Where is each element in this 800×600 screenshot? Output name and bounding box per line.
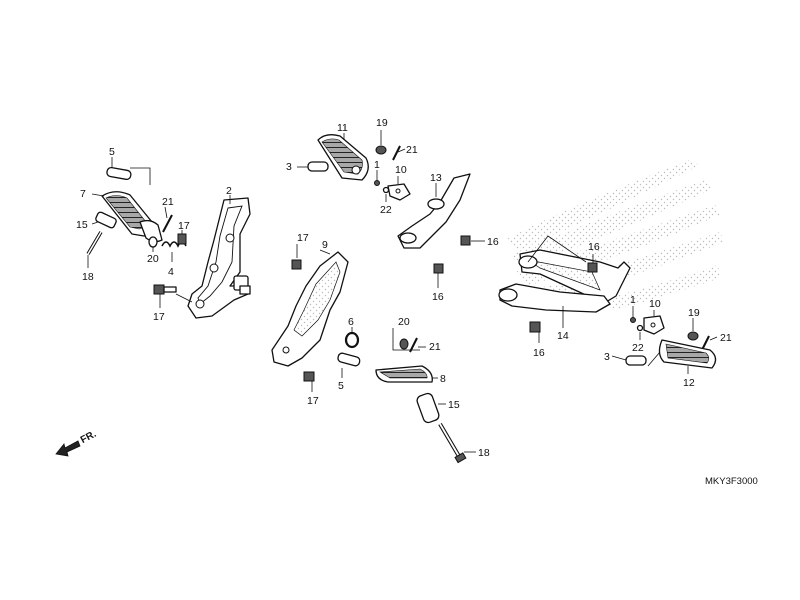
callout-21-left: 21 (162, 196, 174, 208)
cotter-pin-21-left (162, 214, 173, 233)
callout-1-right: 1 (630, 294, 636, 306)
callout-20-left: 20 (147, 253, 159, 265)
callout-15-left: 15 (76, 219, 88, 231)
callout-17-center-a: 17 (297, 232, 309, 244)
collar-15-center (416, 392, 440, 424)
spring-6 (344, 331, 360, 349)
spring-22-upper (382, 186, 390, 194)
callout-17-center-b: 17 (307, 395, 319, 407)
left-footpeg-assembly (86, 166, 251, 319)
pin-3-upper (307, 161, 329, 172)
pin-5-center (337, 352, 361, 367)
bolt-18-left (86, 231, 103, 255)
bracket-2 (187, 197, 251, 319)
callout-21-center: 21 (429, 341, 441, 353)
washer-19-right (687, 331, 699, 341)
cotter-pin-21-right (701, 335, 710, 351)
ball-1-right (630, 317, 636, 323)
bolt-16-upper-b (433, 263, 444, 274)
callout-18-left: 18 (82, 271, 94, 283)
callout-22-upper: 22 (380, 204, 392, 216)
pin-3-right (625, 355, 647, 366)
callout-16-right-a: 16 (588, 241, 600, 253)
spring-22-right (636, 324, 644, 332)
pin-5-left (106, 166, 132, 181)
ball-1-upper (374, 180, 380, 186)
callout-18-center: 18 (478, 447, 490, 459)
callout-7: 7 (80, 188, 86, 200)
guard-plate-9 (271, 251, 349, 367)
callout-16-upper-a: 16 (487, 236, 499, 248)
callout-15-center: 15 (448, 399, 460, 411)
callout-22-right: 22 (632, 342, 644, 354)
footpeg-11 (317, 134, 369, 181)
front-direction-arrow: FR. (55, 429, 99, 457)
leader-lines (87, 126, 718, 453)
callout-3-upper: 3 (286, 161, 292, 173)
plate-10-upper (387, 183, 411, 201)
callout-17-left-b: 17 (153, 311, 165, 323)
callout-12: 12 (683, 377, 695, 389)
callout-labels: 5 7 15 18 21 20 4 17 17 2 11 19 21 3 1 1… (76, 117, 732, 459)
callout-19-right: 19 (688, 307, 700, 319)
footpeg-8 (375, 365, 433, 383)
bolt-18-center (438, 422, 467, 464)
callout-19-upper: 19 (376, 117, 388, 129)
diagram-code: MKY3F3000 (705, 476, 758, 487)
bolt-17-center-b (303, 371, 315, 382)
bolt-16-upper-a (460, 235, 471, 246)
washer-19-upper (375, 145, 387, 155)
callout-21-upper: 21 (406, 144, 418, 156)
footpeg-7 (101, 191, 163, 243)
callout-8: 8 (440, 373, 446, 385)
bracket-14 (498, 249, 631, 313)
callout-9: 9 (322, 239, 328, 251)
callout-10-right: 10 (649, 298, 661, 310)
callout-4: 4 (168, 266, 174, 278)
callout-5-left: 5 (109, 146, 115, 158)
callout-20-center: 20 (398, 316, 410, 328)
callout-5-center: 5 (338, 380, 344, 392)
callout-2: 2 (226, 185, 232, 197)
washer-20-left (148, 236, 158, 248)
bolt-16-right-a (587, 262, 598, 273)
front-label: FR. (79, 429, 99, 446)
callout-17-left-a: 17 (178, 220, 190, 232)
callout-16-upper-b: 16 (432, 291, 444, 303)
callout-1-upper: 1 (374, 159, 380, 171)
upper-pillion-assembly (307, 134, 411, 201)
callout-21-right: 21 (720, 332, 732, 344)
collar-15-left (95, 211, 117, 229)
plate-10-right (643, 315, 665, 335)
callout-6: 6 (348, 316, 354, 328)
bracket-13 (397, 173, 471, 249)
bolt-16-right-b (529, 321, 541, 333)
callout-11: 11 (337, 122, 348, 134)
bolt-17-center-a (291, 259, 302, 270)
callout-14: 14 (557, 330, 569, 342)
callout-10-upper: 10 (395, 164, 407, 176)
bolt-17-left-b (153, 284, 177, 295)
callout-13: 13 (430, 172, 442, 184)
callout-3-right: 3 (604, 351, 610, 363)
washer-20-center (399, 338, 409, 350)
cotter-pin-21-upper (392, 145, 401, 161)
callout-16-right-b: 16 (533, 347, 545, 359)
bolt-17-left-a (177, 233, 187, 245)
footpeg-12 (658, 339, 717, 369)
